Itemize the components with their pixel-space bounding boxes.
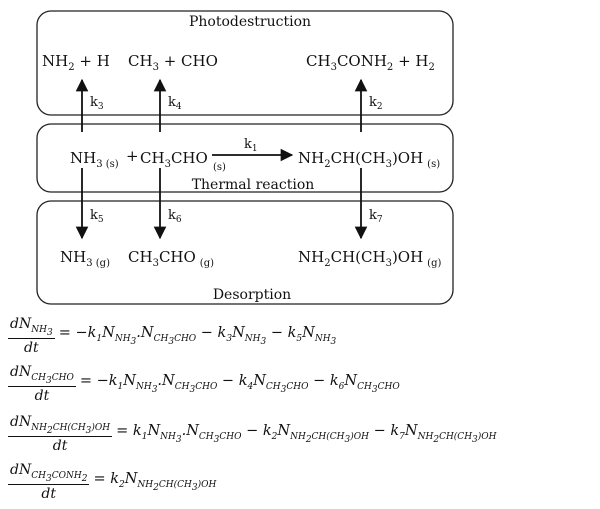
label-k5: k5 [90,208,104,225]
photodestruction-box [36,10,454,116]
equation-nh2chch3oh: dNNH2CH(CH3)OH dt = k1NNH3.NCH3CHO − k2N… [8,412,497,456]
label-k3: k3 [90,95,104,112]
product-ch3conh2-h2: CH3CONH2 + H2 [306,52,435,73]
surface-nh2chch3oh: NH2CH(CH3)OH(s) [298,149,440,170]
equation-nh2chch3oh-lhs: dNNH2CH(CH3)OH dt [8,413,113,455]
equation-ch3cho-lhs: dNCH3CHO dt [8,363,76,405]
label-k4: k4 [168,95,182,112]
equation-nh3-rhs: = −k1NNH3.NCH3CHO − k3NNH3 − k5NNH3 [58,325,337,347]
label-k1: k1 [244,137,258,154]
equation-ch3conh2-rhs: = k2NNH2CH(CH3)OH [93,471,217,493]
photodestruction-title: Photodestruction [189,14,311,30]
label-k2: k2 [369,95,383,112]
equation-ch3cho-rhs: = −k1NNH3.NCH3CHO − k4NCH3CHO − k6NCH3CH… [79,373,400,395]
equation-ch3conh2-lhs: dNCH3CONH2 dt [8,461,90,503]
plus-sign: + [126,147,139,165]
gas-nh2chch3oh: NH2CH(CH3)OH(g) [298,248,441,269]
equation-nh3-lhs: dNNH3 dt [8,315,55,357]
gas-nh3: NH3 (g) [60,248,110,269]
product-ch3-cho: CH3 + CHO [128,52,218,73]
reaction-scheme: Photodestruction Thermal reaction Desorp… [36,10,454,305]
surface-nh3: NH3 (s) [70,149,119,170]
product-nh2-h: NH2 + H [42,52,110,73]
surface-ch3cho: CH3CHO [140,149,208,170]
thermal-reaction-title: Thermal reaction [192,177,315,193]
equation-nh2chch3oh-rhs: = k1NNH3.NCH3CHO − k2NNH2CH(CH3)OH − k7N… [116,423,497,445]
equation-ch3conh2: dNCH3CONH2 dt = k2NNH2CH(CH3)OH [8,460,216,504]
desorption-title: Desorption [213,287,291,303]
desorption-box [36,200,454,305]
thermal-reaction-box [36,123,454,193]
equation-ch3cho: dNCH3CHO dt = −k1NNH3.NCH3CHO − k4NCH3CH… [8,362,400,406]
surface-ch3cho-phase: (s) [213,162,226,173]
gas-ch3cho: CH3CHO(g) [128,248,214,269]
label-k6: k6 [168,208,182,225]
equation-nh3: dNNH3 dt = −k1NNH3.NCH3CHO − k3NNH3 − k5… [8,314,336,358]
label-k7: k7 [369,208,383,225]
